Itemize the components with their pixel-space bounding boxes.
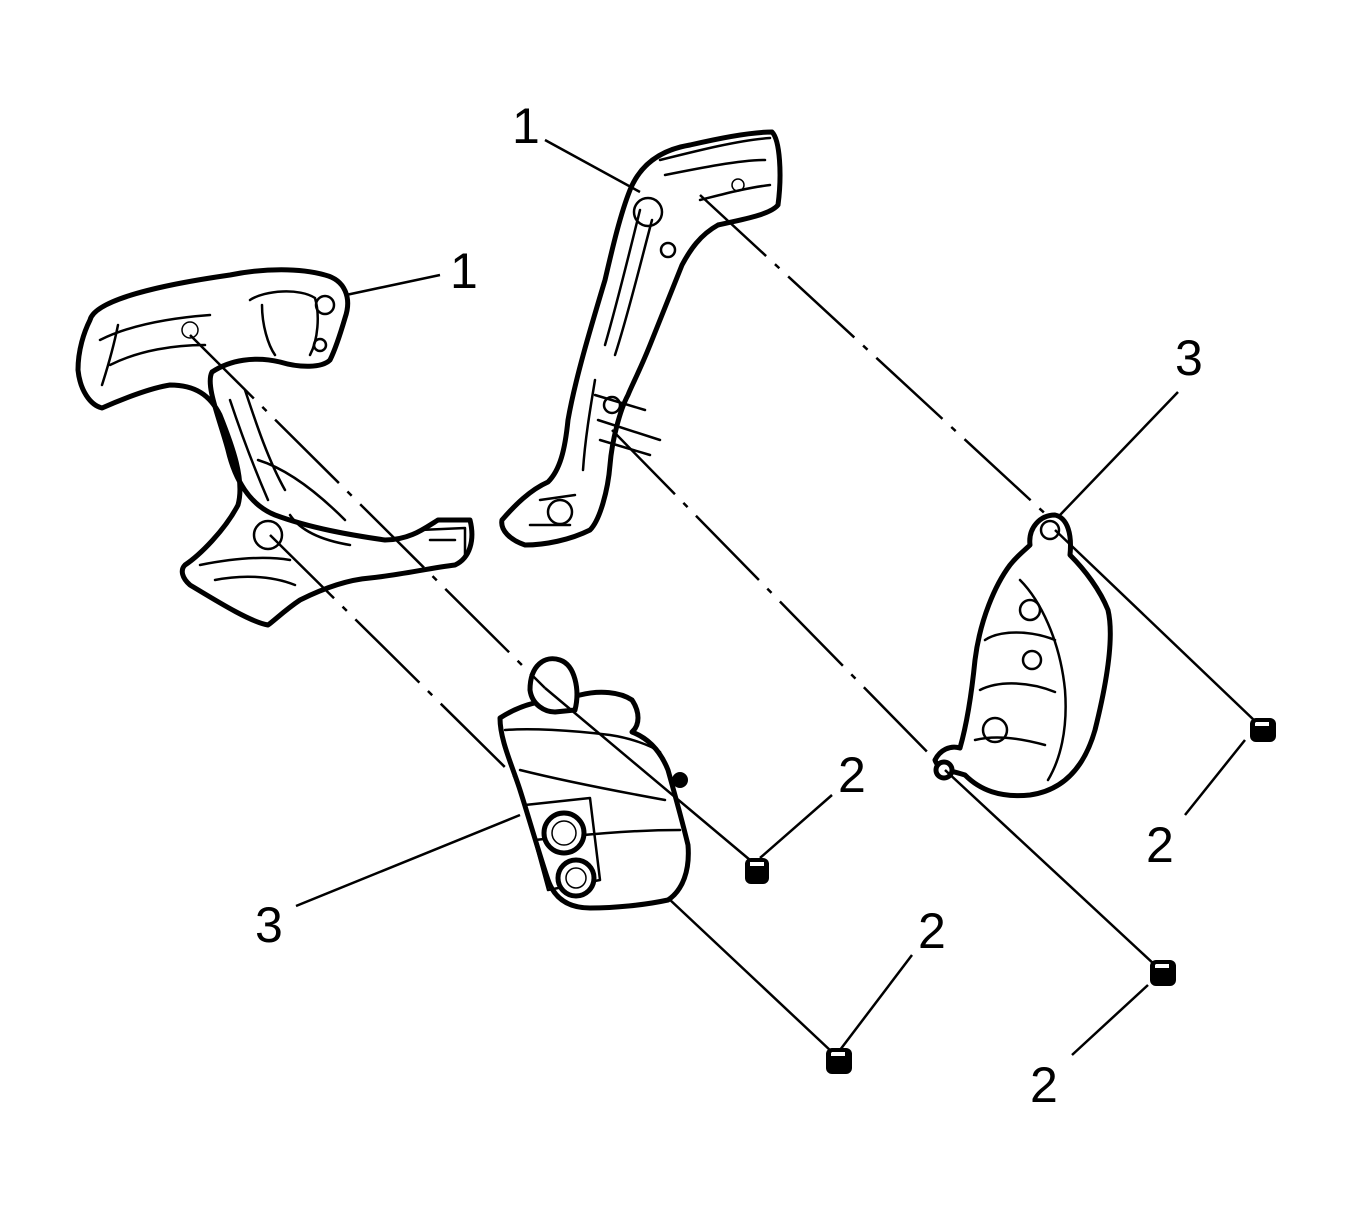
screw-2	[826, 1048, 852, 1074]
screw-3	[1250, 718, 1276, 742]
screws	[745, 718, 1276, 1074]
callout-1-right-bracket: 1	[512, 98, 540, 154]
right-bracket	[499, 129, 783, 548]
left-control-switch	[497, 656, 691, 911]
left-bracket	[75, 267, 475, 628]
callout-3-right-switch: 3	[1175, 330, 1203, 386]
callout-2-left-upper: 2	[838, 747, 866, 803]
callout-labels: 1 1 3 3 2 2 2 2	[255, 98, 1203, 1113]
callout-1-left-bracket: 1	[450, 243, 478, 299]
screw-4	[1150, 960, 1176, 986]
assembly-axes	[189, 194, 1257, 1053]
leader-lines	[295, 138, 1246, 1056]
callout-3-left-switch: 3	[255, 897, 283, 953]
callout-2-right-upper: 2	[1146, 817, 1174, 873]
callout-2-left-lower: 2	[918, 903, 946, 959]
callout-2-right-lower: 2	[1030, 1057, 1058, 1113]
screw-1	[745, 858, 769, 884]
